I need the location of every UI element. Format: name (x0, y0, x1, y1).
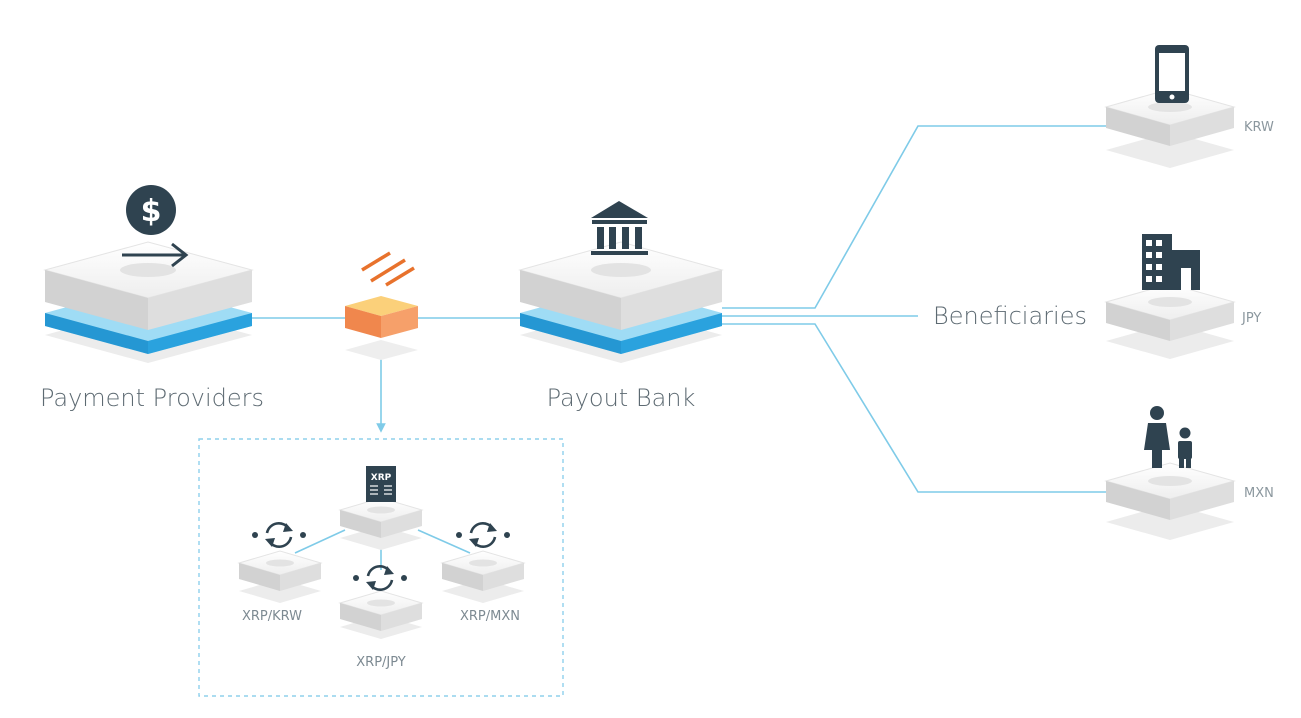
pair-xrp-krw-node: XRP/KRW (237, 522, 323, 624)
beneficiary-mxn-node: MXN (1104, 406, 1274, 540)
bank-icon (591, 201, 648, 255)
svg-text:$: $ (141, 194, 162, 229)
pair-label: XRP/JPY (356, 655, 406, 670)
beneficiaries-label: Beneficiaries (933, 302, 1087, 330)
beneficiary-jpy-node: JPY (1104, 234, 1261, 359)
beneficiary-krw-node: KRW (1104, 45, 1274, 168)
exchange-dashed-border (198, 438, 564, 697)
building-icon (1142, 234, 1200, 290)
payment-providers-node: $ Payment Providers (40, 185, 264, 412)
beneficiary-currency-label: MXN (1244, 486, 1274, 501)
dollar-transfer-icon: $ (122, 185, 189, 268)
line-bank-to-mxn (722, 323, 1108, 493)
mobile-phone-icon (1155, 45, 1189, 103)
line-ledger-to-krw (294, 529, 346, 554)
xrp-ledger-icon: XRP (366, 466, 396, 502)
xrp-ledger-text: XRP (371, 473, 392, 483)
beneficiary-currency-label: KRW (1244, 120, 1274, 135)
exchange-cycle-icon (353, 565, 407, 591)
exchange-panel: XRP XRP/KRW (198, 438, 564, 697)
exchange-cycle-icon (252, 522, 306, 548)
payout-bank-node: Payout Bank (518, 201, 724, 412)
beneficiary-currency-label: JPY (1241, 311, 1261, 326)
pair-label: XRP/KRW (242, 609, 302, 624)
pair-xrp-mxn-node: XRP/MXN (440, 522, 526, 624)
payment-providers-label: Payment Providers (40, 384, 264, 412)
line-ledger-to-mxn (417, 529, 471, 554)
payout-bank-label: Payout Bank (547, 384, 696, 412)
xrp-ledger-node: XRP (338, 466, 424, 550)
pair-label: XRP/MXN (460, 609, 520, 624)
ripple-stripes-icon (361, 251, 415, 287)
family-icon (1144, 406, 1192, 468)
exchange-cycle-icon (456, 522, 510, 548)
ripple-connector-node (345, 251, 418, 360)
pair-xrp-jpy-node: XRP/JPY (338, 565, 424, 670)
line-bank-to-krw (722, 125, 1108, 309)
